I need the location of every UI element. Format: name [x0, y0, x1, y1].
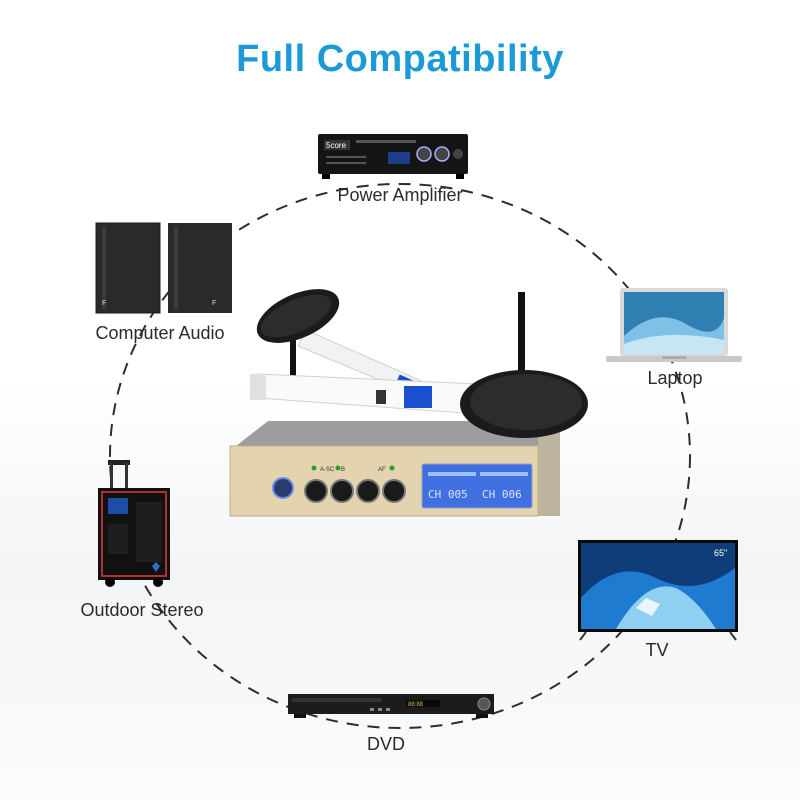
- tv[interactable]: 65": [576, 538, 740, 642]
- lcd-channel-b: CH 006: [482, 488, 522, 501]
- microphone-system-image: A-SC B AF CH 005 CH 006: [229, 289, 588, 517]
- outdoor-speaker[interactable]: [96, 458, 172, 588]
- laptop-image: [606, 288, 742, 362]
- antenna-left: [290, 324, 296, 394]
- computer-speakers-image: F F: [95, 222, 232, 314]
- computer-audio-label: Computer Audio: [95, 323, 225, 343]
- computer-speakers[interactable]: F F: [94, 221, 236, 315]
- outdoor-stereo-label: Outdoor Stereo: [80, 600, 204, 620]
- power-amplifier-label: Power Amplifier: [337, 185, 463, 205]
- lcd-channel-a: CH 005: [428, 488, 468, 501]
- page-title: Full Compatibility: [236, 38, 564, 80]
- microphone-front: [250, 370, 588, 438]
- laptop[interactable]: [606, 288, 742, 368]
- svg-text:5core: 5core: [326, 141, 347, 150]
- laptop-label: Laptop: [647, 368, 703, 388]
- outdoor-speaker-image: [98, 460, 170, 587]
- svg-text:F: F: [102, 300, 106, 307]
- knob-label-a: A-SC: [320, 467, 335, 473]
- svg-text:F: F: [212, 300, 216, 307]
- knob-label-af: AF: [378, 467, 386, 473]
- tv-image: 65": [578, 540, 738, 641]
- dvd-player-image: 88:88: [288, 694, 494, 718]
- compatibility-circle: [109, 183, 691, 729]
- power-amplifier[interactable]: 5core: [318, 132, 468, 182]
- tv-size-badge: 65": [714, 548, 727, 558]
- power-amplifier-image: 5core: [318, 134, 468, 179]
- dvd-player[interactable]: 88:88: [286, 692, 506, 722]
- knob-label-b: B: [341, 467, 345, 473]
- tv-label: TV: [645, 640, 669, 660]
- dvd-label: DVD: [366, 734, 405, 754]
- antenna-right: [518, 292, 525, 392]
- svg-text:88:88: 88:88: [408, 702, 424, 708]
- wireless-microphone-system[interactable]: A-SC B AF CH 005 CH 006: [228, 286, 598, 526]
